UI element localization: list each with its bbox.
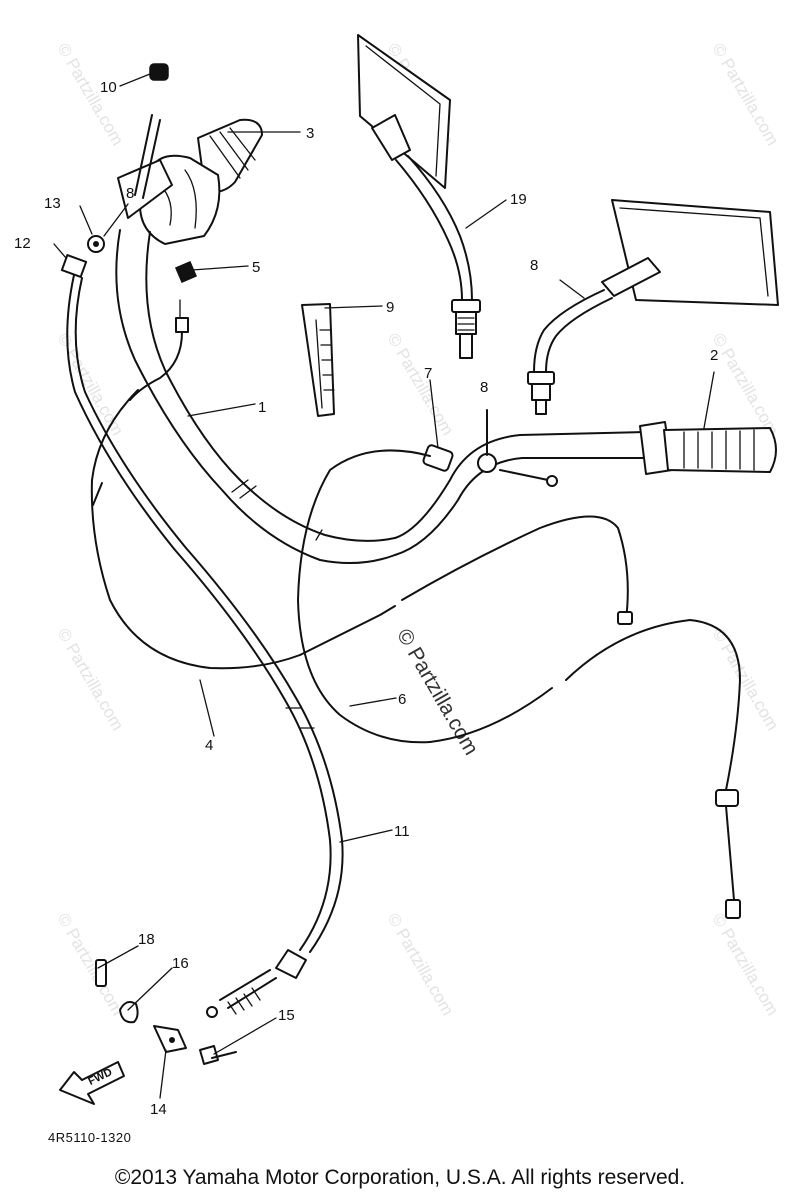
grip-3 [117, 114, 263, 245]
callout-4: 4 [205, 737, 214, 754]
callout-8b: 8 [480, 379, 489, 396]
callout-16: 15 [278, 1007, 295, 1024]
copyright-notice: ©2013 Yamaha Motor Corporation, U.S.A. A… [114, 1166, 686, 1189]
callout-11: 10 [100, 79, 117, 96]
callout-7: 7 [424, 365, 433, 382]
cable-4 [90, 389, 633, 670]
callout-13: 12 [14, 235, 31, 252]
callout-6: 6 [398, 691, 407, 708]
callout-17: 16 [172, 955, 189, 972]
mirror-10 [527, 199, 779, 415]
handlebar-1 [115, 229, 646, 564]
cable-6 [297, 449, 741, 919]
cable-12 [66, 274, 344, 1018]
callout-3: 3 [306, 125, 315, 142]
diagram-code: 4R5110-1320 [48, 1130, 132, 1145]
callout-2: 2 [710, 347, 719, 364]
callout-10: 8 [530, 257, 539, 274]
clamp-7-8 [422, 409, 558, 487]
callout-19: 19 [510, 191, 527, 208]
callout-14: 13 [44, 195, 61, 212]
callout-9: 9 [386, 299, 395, 316]
item-5 [175, 261, 197, 283]
cap-11 [149, 63, 169, 81]
band-9 [301, 303, 335, 417]
mirror-19 [357, 34, 481, 359]
switch-lead [129, 299, 189, 401]
callout-15: 14 [150, 1101, 167, 1118]
callout-18: 18 [138, 931, 155, 948]
adjuster-13-14 [60, 203, 129, 278]
small-parts [95, 959, 237, 1065]
callout-1: 1 [258, 399, 267, 416]
grip-2 [639, 421, 777, 475]
callout-8a: 8 [126, 185, 135, 202]
callout-5: 5 [252, 259, 261, 276]
leader-lines [53, 73, 715, 1099]
fwd-arrow-icon [59, 1061, 125, 1105]
callout-12: 11 [394, 823, 410, 840]
